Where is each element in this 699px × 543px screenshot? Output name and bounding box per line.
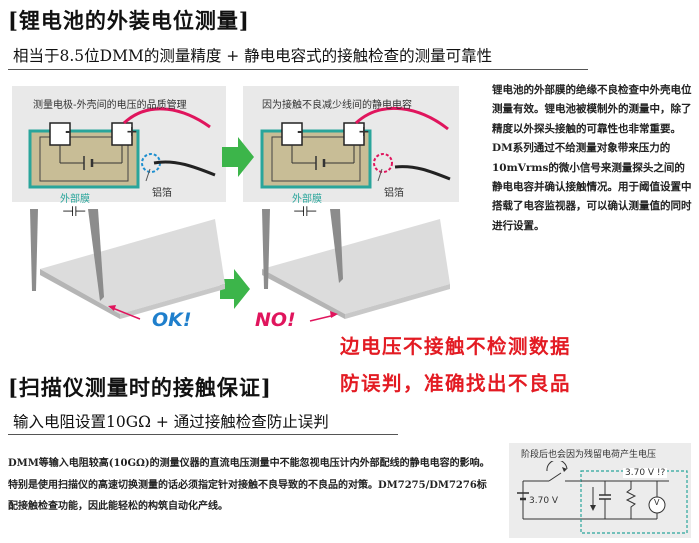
battery-illustration — [0, 79, 482, 349]
section2-subtitle: 输入电阻设置10GΩ + 通过接触检查防止误判 — [13, 413, 329, 431]
section2-title: [扫描仪测量时的接触保证] — [8, 375, 272, 400]
arrow-right-icon — [222, 137, 254, 177]
section1-title: [锂电池的外装电位测量] — [8, 8, 250, 33]
section1-rule — [8, 69, 588, 70]
section2-rule — [8, 434, 398, 435]
outer-film-label-left: 外部膜 — [60, 194, 90, 205]
right-voltage: 3.70 V !? — [623, 468, 668, 478]
section1-subtitle: 相当于8.5位DMM的测量精度 + 静电电容式的接触检查的测量可靠性 — [13, 47, 493, 65]
probe-photo-ng — [262, 209, 450, 319]
section2-body: DMM等输入电阻较高(10GΩ)的测量仪器的直流电压测量中不能忽视电压计内外部配… — [8, 458, 490, 512]
arrow-right-icon — [220, 269, 250, 309]
battery-diagram-ng — [260, 106, 451, 189]
section1-description: 锂电池的外部膜的绝缘不良检查中外壳电位测量有效。锂电池被模制外的测量中，除了精度… — [492, 84, 692, 232]
right-panel-caption: 因为接触不良减少线间的静电电容 — [262, 100, 412, 111]
overlay-line-1: 边电压不接触不检测数据 — [340, 335, 572, 358]
minus-terminal-right: - — [297, 124, 303, 140]
circuit-caption: 阶段后也会因为残留电荷产生电压 — [521, 450, 657, 460]
capacitor-symbol-left: ⊣⊢ — [62, 204, 87, 220]
outer-film-label-right: 外部膜 — [292, 194, 322, 205]
overlay-line-2: 防误判，准确找出不良品 — [340, 372, 572, 395]
left-panel-caption: 测量电极-外壳间的电压的品质管理 — [33, 100, 187, 111]
ng-label: NO! — [255, 309, 296, 331]
foil-label-right: 铝箔 — [384, 188, 404, 199]
residual-charge-diagram: 阶段后也会因为残留电荷产生电压 3.70 V 3.70 V !? V — [509, 443, 691, 538]
plus-terminal-left: + — [126, 124, 138, 140]
probe-photo-ok — [30, 209, 225, 319]
minus-terminal-left: - — [65, 124, 71, 140]
foil-label-left: 铝箔 — [152, 188, 172, 199]
battery-diagram-ok — [28, 107, 216, 189]
capacitor-symbol-right: ⊣⊢ — [293, 204, 318, 220]
plus-terminal-right: + — [358, 124, 370, 140]
voltmeter-icon: V — [654, 498, 660, 507]
ok-label: OK! — [152, 309, 192, 331]
left-voltage: 3.70 V — [529, 496, 559, 506]
